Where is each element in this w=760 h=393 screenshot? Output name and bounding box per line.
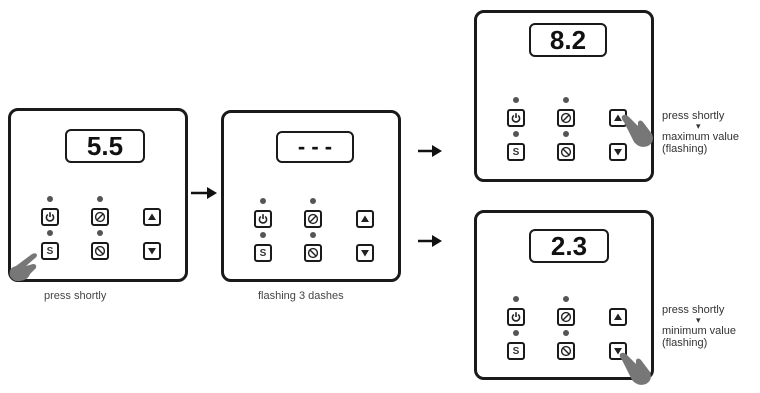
s-label: S [512, 146, 520, 158]
no-heat-icon [94, 211, 106, 223]
stop-button[interactable] [304, 244, 322, 262]
led-heat [310, 198, 316, 204]
up-button[interactable] [609, 308, 627, 326]
up-arrow-icon [148, 213, 156, 220]
caption-press-shortly: press shortly [44, 290, 107, 302]
note-line-2: minimum value [662, 325, 736, 337]
led-heat [97, 196, 103, 202]
no-heat-icon [560, 311, 572, 323]
up-arrow-icon [614, 313, 622, 320]
down-button[interactable] [143, 242, 161, 260]
control-panel-1: 5.5 S [8, 108, 188, 282]
led-power [513, 97, 519, 103]
power-icon [511, 312, 521, 322]
note-down-arrow: ▾ [696, 315, 701, 325]
s-button[interactable]: S [254, 244, 272, 262]
s-label: S [512, 345, 520, 357]
power-icon [45, 212, 55, 222]
stop-icon [560, 146, 572, 158]
led-stop [97, 230, 103, 236]
stop-button[interactable] [91, 242, 109, 260]
led-s [513, 330, 519, 336]
display-panel-1: 5.5 [65, 129, 145, 163]
led-stop [563, 131, 569, 137]
down-button[interactable] [356, 244, 374, 262]
stop-icon [307, 247, 319, 259]
note-minimum: press shortly ▾ minimum value (flashing) [662, 304, 736, 349]
stop-button[interactable] [557, 342, 575, 360]
power-icon [511, 113, 521, 123]
display-panel-4: 2.3 [529, 229, 609, 263]
note-down-arrow: ▾ [696, 121, 701, 131]
stop-icon [94, 245, 106, 257]
caption-flashing-dashes: flashing 3 dashes [258, 290, 344, 302]
note-line-3: (flashing) [662, 337, 708, 349]
display-panel-3: 8.2 [529, 23, 607, 57]
s-button[interactable]: S [507, 143, 525, 161]
no-heat-icon [560, 112, 572, 124]
led-power [47, 196, 53, 202]
control-panel-3: 8.2 S [474, 10, 654, 182]
control-panel-2: - - - S [221, 110, 401, 282]
power-button[interactable] [507, 308, 525, 326]
s-button[interactable]: S [41, 242, 59, 260]
power-button[interactable] [507, 109, 525, 127]
up-arrow-icon [361, 215, 369, 222]
finger-icon [620, 112, 658, 155]
power-button[interactable] [41, 208, 59, 226]
heat-off-button[interactable] [304, 210, 322, 228]
up-button[interactable] [356, 210, 374, 228]
heat-off-button[interactable] [557, 109, 575, 127]
note-line-2: maximum value [662, 131, 740, 143]
up-button[interactable] [143, 208, 161, 226]
led-s [513, 131, 519, 137]
note-line-3: (flashing) [662, 143, 708, 155]
down-button[interactable] [609, 143, 627, 161]
note-line-1: press shortly [662, 110, 725, 122]
heat-off-button[interactable] [91, 208, 109, 226]
note-line-1: press shortly [662, 304, 725, 316]
led-s [260, 232, 266, 238]
led-heat [563, 97, 569, 103]
display-panel-2: - - - [276, 131, 354, 163]
led-power [513, 296, 519, 302]
led-s [47, 230, 53, 236]
down-arrow-icon [148, 248, 156, 255]
control-panel-4: 2.3 S [474, 210, 654, 380]
arrow-right-icon [191, 186, 217, 205]
no-heat-icon [307, 213, 319, 225]
note-maximum: press shortly ▾ maximum value (flashing) [662, 110, 739, 155]
led-stop [310, 232, 316, 238]
power-button[interactable] [254, 210, 272, 228]
stop-icon [560, 345, 572, 357]
s-label: S [259, 247, 267, 259]
s-label: S [46, 245, 54, 257]
led-power [260, 198, 266, 204]
up-arrow-icon [614, 114, 622, 121]
down-arrow-icon [614, 348, 622, 355]
s-button[interactable]: S [507, 342, 525, 360]
arrow-right-icon [418, 234, 442, 253]
heat-off-button[interactable] [557, 308, 575, 326]
led-stop [563, 330, 569, 336]
power-icon [258, 214, 268, 224]
led-heat [563, 296, 569, 302]
arrow-right-icon [418, 144, 442, 163]
stop-button[interactable] [557, 143, 575, 161]
finger-icon [618, 350, 660, 393]
finger-icon [6, 248, 44, 291]
down-arrow-icon [614, 149, 622, 156]
down-arrow-icon [361, 250, 369, 257]
